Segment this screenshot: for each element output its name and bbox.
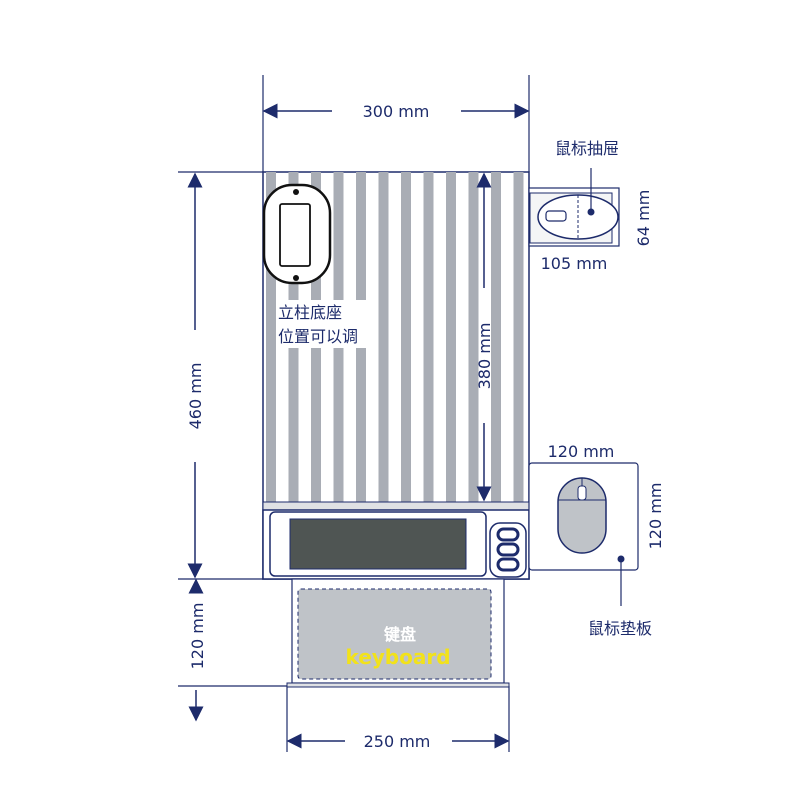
panel-stripe bbox=[378, 172, 389, 502]
knob-icon[interactable] bbox=[496, 542, 520, 557]
panel-stripe bbox=[423, 172, 434, 502]
label-post-base-1: 立柱底座 bbox=[278, 303, 342, 322]
label-mouse-pad: 鼠标垫板 bbox=[588, 619, 652, 638]
label-mouse-drawer: 鼠标抽屉 bbox=[555, 139, 619, 158]
post-plate-icon bbox=[262, 183, 332, 285]
panel-stripe bbox=[468, 172, 479, 502]
keyboard-cn-label: 键盘 bbox=[383, 625, 416, 644]
keyboard-tray: 键盘 keyboard bbox=[286, 578, 510, 688]
knob-icon[interactable] bbox=[496, 557, 520, 572]
screen bbox=[289, 518, 467, 570]
dim-inner-height: 380 mm bbox=[475, 323, 494, 390]
panel-stripe bbox=[446, 172, 456, 502]
dim-drawer-height: 64 mm bbox=[634, 190, 653, 247]
mouse-icon bbox=[557, 477, 607, 554]
mouse-pad bbox=[528, 462, 639, 606]
panel-stripe bbox=[401, 172, 411, 502]
dim-pad-width: 120 mm bbox=[548, 442, 615, 461]
mouse-icon bbox=[537, 194, 619, 240]
knob-icon[interactable] bbox=[496, 527, 520, 542]
label-post-base-2: 位置可以调 bbox=[278, 327, 358, 346]
dim-keyboard-height: 120 mm bbox=[188, 603, 207, 670]
post-base-label-bg bbox=[276, 300, 374, 348]
keyboard-area bbox=[297, 588, 492, 680]
control-knobs bbox=[489, 522, 527, 578]
keyboard-en-label: keyboard bbox=[345, 645, 450, 669]
dim-pad-height: 120 mm bbox=[646, 483, 665, 550]
dim-drawer-width: 105 mm bbox=[541, 254, 608, 273]
panel-stripe bbox=[491, 172, 501, 502]
dimension-arrows bbox=[187, 103, 530, 749]
dim-keyboard-width: 250 mm bbox=[364, 732, 431, 751]
mouse-drawer bbox=[528, 168, 620, 247]
panel-stripe bbox=[513, 172, 524, 502]
dim-top-width: 300 mm bbox=[363, 102, 430, 121]
dim-left-height: 460 mm bbox=[186, 363, 205, 430]
panel-stripe bbox=[266, 172, 276, 502]
